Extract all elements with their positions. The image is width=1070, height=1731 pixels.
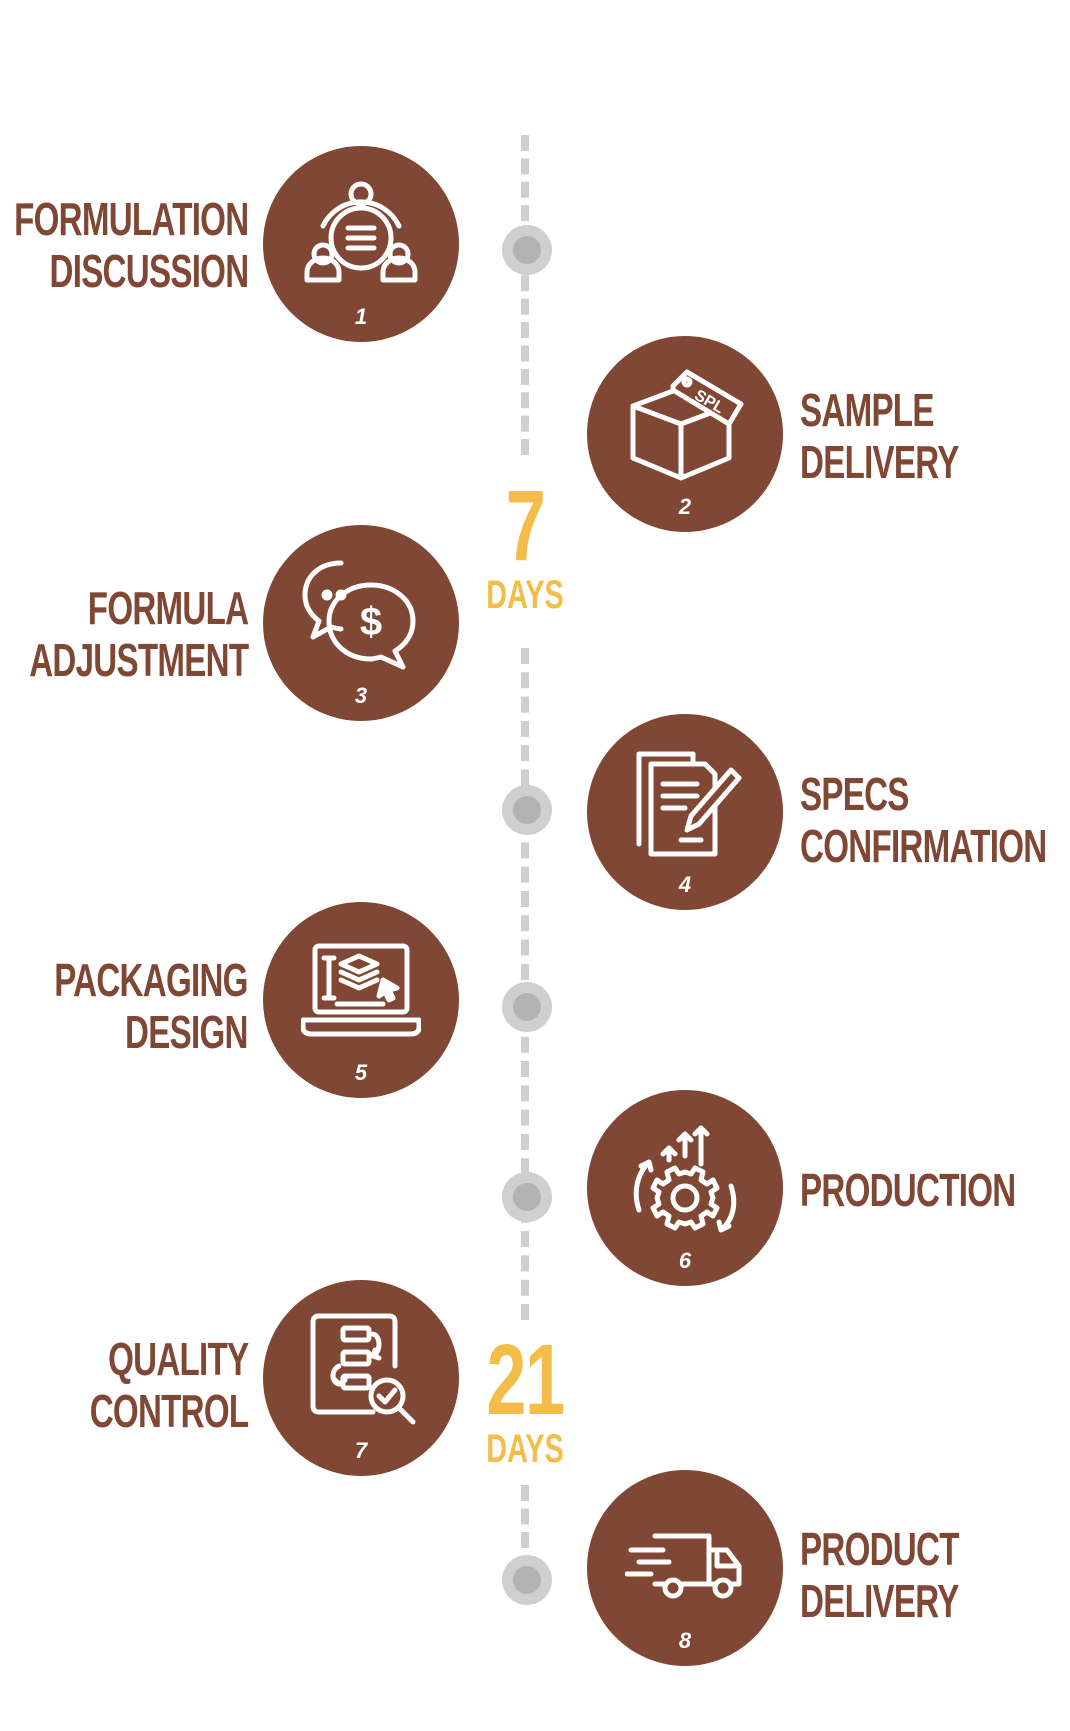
duration-7-days: 7 DAYS bbox=[460, 470, 590, 617]
step-number: 7 bbox=[354, 1438, 368, 1463]
step-6-circle: 6 bbox=[587, 1090, 783, 1286]
timeline-line bbox=[521, 135, 529, 455]
timeline-dot bbox=[502, 982, 552, 1032]
step-7-circle: 7 bbox=[263, 1280, 459, 1476]
step-label-line: FORMULATION bbox=[13, 193, 249, 245]
timeline-dot bbox=[502, 1172, 552, 1222]
step-8-circle: 8 bbox=[587, 1470, 783, 1666]
duration-unit: DAYS bbox=[486, 1427, 564, 1471]
step-label-line: PACKAGING bbox=[54, 954, 249, 1006]
step-6-label: PRODUCTION bbox=[800, 1164, 1070, 1216]
step-7-label: QUALITY CONTROL bbox=[28, 1333, 248, 1437]
laptop-design-icon bbox=[301, 943, 421, 1037]
svg-text:$: $ bbox=[360, 600, 382, 644]
step-label-line: QUALITY bbox=[107, 1333, 249, 1385]
duration-unit: DAYS bbox=[486, 573, 564, 617]
step-label-line: DELIVERY bbox=[800, 1575, 959, 1627]
step-4-label: SPECS CONFIRMATION bbox=[800, 768, 1070, 872]
step-3-circle: $ 3 bbox=[263, 525, 459, 721]
step-label-line: SPECS bbox=[800, 768, 909, 820]
quality-check-icon bbox=[310, 1313, 416, 1425]
step-2-circle: SPL 2 bbox=[587, 336, 783, 532]
step-label-line: FORMULA bbox=[87, 582, 248, 634]
timeline-dot bbox=[502, 1555, 552, 1605]
step-1-circle: 1 bbox=[263, 146, 459, 342]
team-discussion-icon bbox=[304, 181, 418, 283]
step-label-line: DELIVERY bbox=[800, 436, 959, 488]
step-5-label: PACKAGING DESIGN bbox=[0, 954, 249, 1058]
step-5-circle: 5 bbox=[263, 902, 459, 1098]
step-number: 5 bbox=[354, 1060, 368, 1085]
sample-box-icon: SPL bbox=[630, 369, 744, 481]
document-sign-icon bbox=[636, 751, 742, 857]
step-label-line: DISCUSSION bbox=[49, 245, 249, 297]
timeline-dot bbox=[502, 785, 552, 835]
step-1-label: FORMULATION DISCUSSION bbox=[0, 193, 249, 297]
timeline-line bbox=[521, 1485, 529, 1595]
timeline-dot bbox=[502, 225, 552, 275]
chat-dollar-icon: $ bbox=[302, 560, 416, 670]
step-3-label: FORMULA ADJUSTMENT bbox=[0, 582, 249, 686]
duration-value: 7 bbox=[505, 470, 546, 582]
step-number: 8 bbox=[678, 1628, 692, 1653]
step-label-line: PRODUCT bbox=[800, 1523, 959, 1575]
step-8-label: PRODUCT DELIVERY bbox=[800, 1523, 1020, 1627]
step-number: 4 bbox=[678, 872, 692, 897]
step-4-circle: 4 bbox=[587, 714, 783, 910]
gear-growth-icon bbox=[633, 1125, 737, 1233]
step-label-line: CONFIRMATION bbox=[800, 820, 1047, 872]
step-number: 2 bbox=[678, 494, 692, 519]
step-number: 1 bbox=[354, 304, 368, 329]
duration-21-days: 21 DAYS bbox=[460, 1324, 590, 1471]
step-label-line: CONTROL bbox=[89, 1385, 248, 1437]
step-2-label: SAMPLE DELIVERY bbox=[800, 384, 1020, 488]
step-label-line: SAMPLE bbox=[800, 384, 934, 436]
step-label-line: PRODUCTION bbox=[800, 1164, 1016, 1216]
delivery-truck-icon bbox=[625, 1533, 742, 1599]
step-number: 3 bbox=[354, 683, 368, 708]
step-label-line: DESIGN bbox=[125, 1006, 248, 1058]
step-label-line: ADJUSTMENT bbox=[28, 634, 249, 686]
duration-value: 21 bbox=[486, 1324, 565, 1436]
step-number: 6 bbox=[678, 1248, 692, 1273]
